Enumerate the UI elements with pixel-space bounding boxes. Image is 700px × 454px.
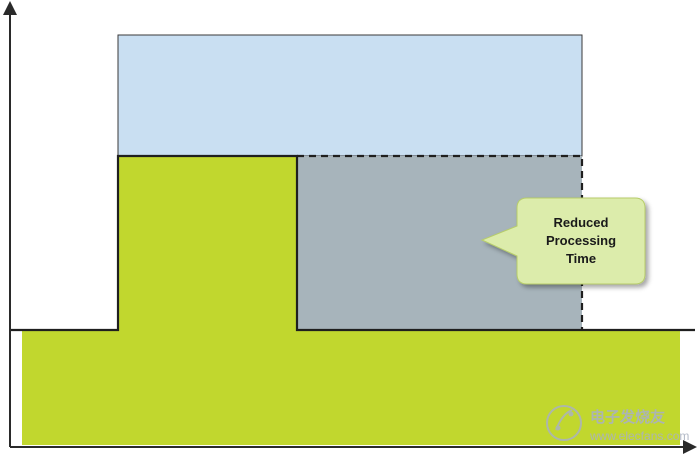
watermark-brand: 电子发烧友 bbox=[590, 408, 665, 426]
watermark-logo-icon bbox=[546, 405, 582, 441]
callout-line-2: Processing bbox=[546, 233, 616, 248]
base-green-band bbox=[22, 330, 680, 445]
green-pulse-block bbox=[118, 156, 297, 330]
watermark-url: www.elecfans.com bbox=[589, 429, 689, 443]
callout-bubble bbox=[480, 197, 646, 285]
waveform-line bbox=[10, 154, 695, 332]
light-blue-region bbox=[117, 34, 583, 157]
callout-line-3: Time bbox=[566, 251, 596, 266]
callout-line-1: Reduced bbox=[554, 215, 609, 230]
